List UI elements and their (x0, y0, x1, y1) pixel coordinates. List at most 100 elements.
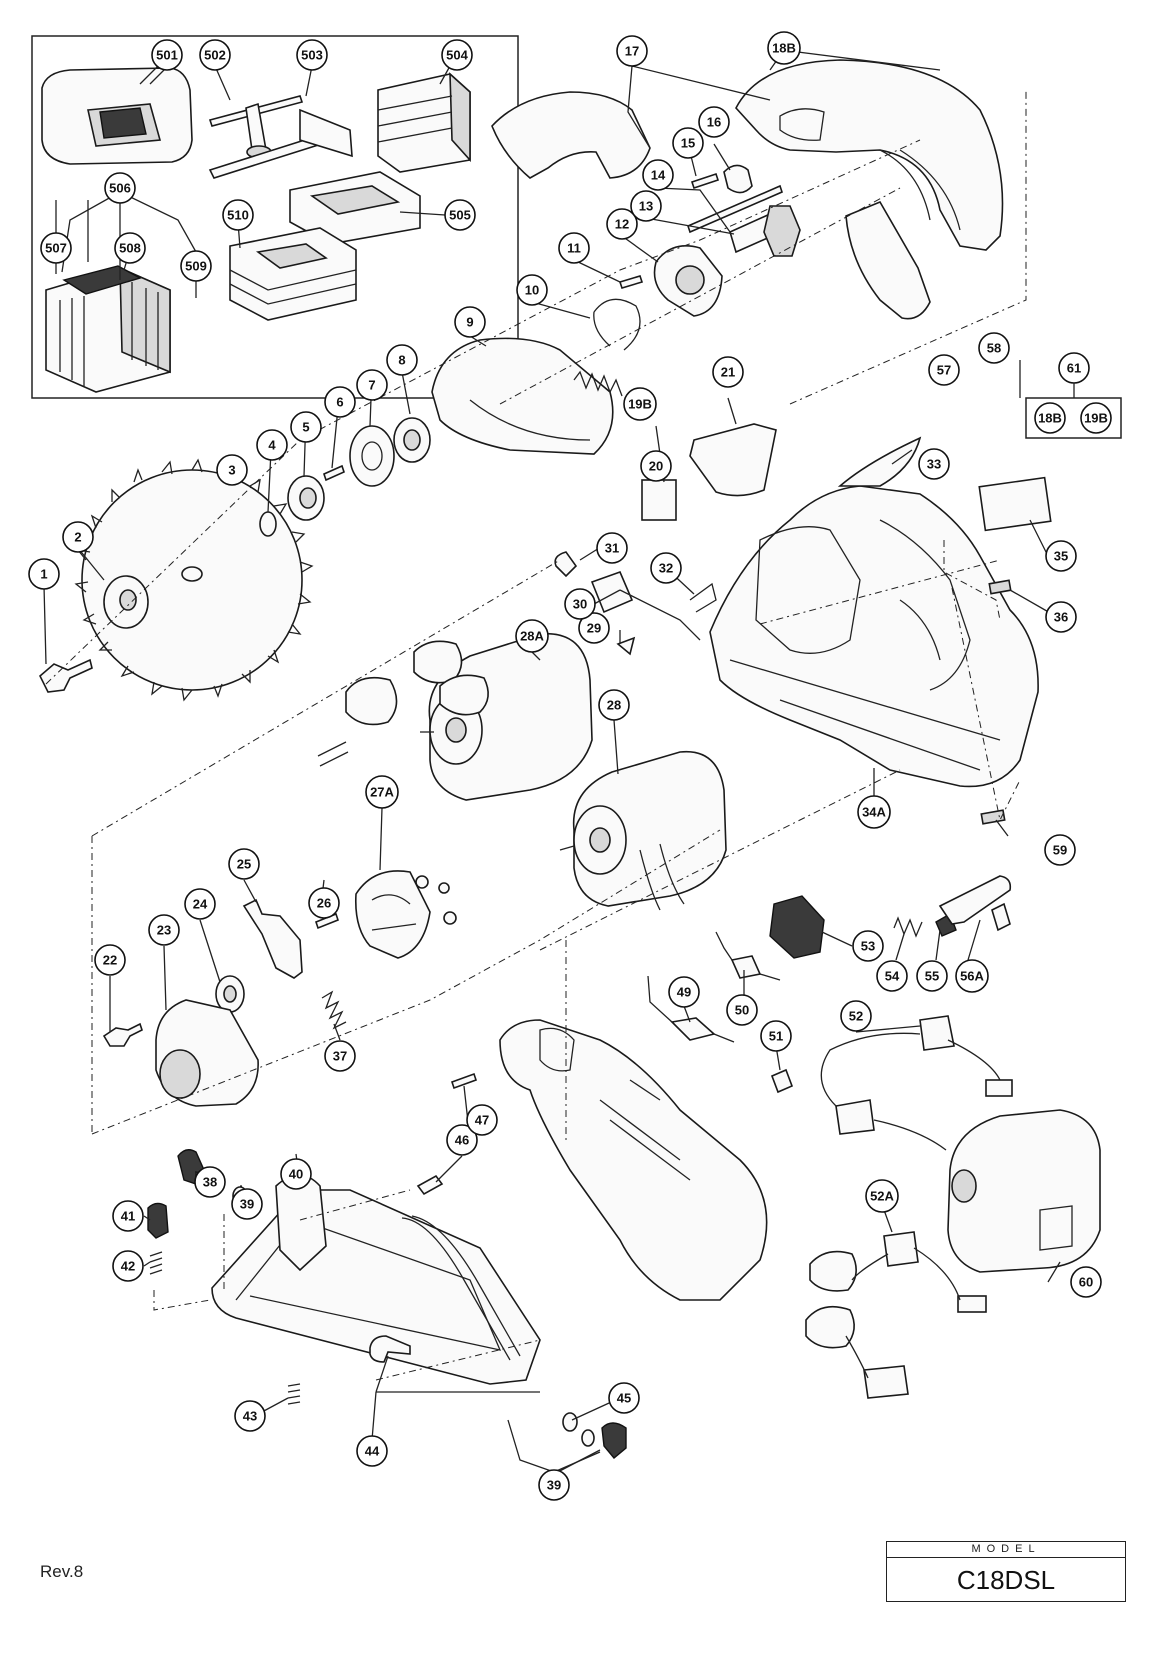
callout-label: 47 (475, 1113, 489, 1128)
model-value: C18DSL (956, 1565, 1056, 1595)
callout-label: 12 (615, 217, 629, 232)
callout-509: 509 (180, 250, 212, 282)
screw-29 (616, 636, 636, 656)
callout-505: 505 (444, 199, 476, 231)
screw-51 (770, 1068, 794, 1094)
callout-label: 35 (1054, 549, 1068, 564)
callout-label: 39 (240, 1197, 254, 1212)
callout-label: 33 (927, 457, 941, 472)
callout-label: 21 (721, 365, 735, 380)
callout-label: 30 (573, 597, 587, 612)
callout-39: 39 (231, 1188, 263, 1220)
callout-17: 17 (616, 35, 648, 67)
callout-label: 28 (607, 698, 621, 713)
callout-24: 24 (184, 888, 216, 920)
callout-label: 6 (336, 395, 343, 410)
callout-19B: 19B (623, 387, 657, 421)
callout-label: 57 (937, 363, 951, 378)
spring-19B (573, 370, 623, 397)
callout-label: 503 (301, 48, 323, 63)
callout-label: 38 (203, 1175, 217, 1190)
callout-label: 44 (365, 1444, 380, 1459)
callout-50: 50 (726, 994, 758, 1026)
callout-33: 33 (918, 448, 950, 480)
wiring-52A (805, 1231, 987, 1399)
housing-34A (709, 485, 1039, 788)
label-33 (837, 436, 922, 487)
callout-61: 61 (1058, 352, 1090, 384)
callout-53: 53 (852, 930, 884, 962)
callout-label: 39 (547, 1478, 561, 1493)
callout-label: 506 (109, 181, 131, 196)
saw-blade-3 (74, 458, 314, 702)
callout-28A: 28A (515, 619, 549, 653)
callout-508: 508 (114, 232, 146, 264)
callout-label: 508 (119, 241, 141, 256)
charger-drawing (41, 67, 193, 165)
guard-cover-17 (491, 91, 651, 179)
callout-504: 504 (441, 39, 473, 71)
label-36 (988, 579, 1012, 595)
callout-label: 55 (925, 969, 939, 984)
callout-20: 20 (640, 450, 672, 482)
set-box-item-19B: 19B (1080, 402, 1112, 434)
callout-label: 7 (368, 378, 375, 393)
callout-label: 56A (960, 969, 984, 984)
callout-label: 54 (885, 969, 900, 984)
plate-21 (689, 423, 777, 497)
lamp-31 (554, 551, 578, 578)
callout-7: 7 (356, 369, 388, 401)
screw-22 (102, 1022, 143, 1047)
callout-label: 504 (446, 48, 468, 63)
label-35 (978, 476, 1052, 532)
callout-23: 23 (148, 914, 180, 946)
callout-label: 4 (268, 438, 276, 453)
callout-label: 3 (228, 463, 235, 478)
cord-30 (590, 570, 634, 614)
callout-30: 30 (564, 588, 596, 620)
bearing-16 (723, 164, 753, 194)
callout-label: 9 (466, 315, 473, 330)
washer-45 (562, 1412, 578, 1432)
callout-label: 40 (289, 1167, 303, 1182)
battery-60 (947, 1109, 1101, 1273)
callout-label: 502 (204, 48, 226, 63)
callout-label: 5 (302, 420, 309, 435)
handle-housing (499, 1019, 768, 1301)
callout-14: 14 (642, 159, 674, 191)
callout-label: 11 (567, 241, 581, 256)
callout-506: 506 (104, 172, 136, 204)
callout-label: 31 (605, 541, 619, 556)
screw-15 (690, 172, 720, 190)
callout-55: 55 (916, 960, 948, 992)
brush-holder-27A (354, 870, 431, 959)
callout-18B: 18B (767, 31, 801, 65)
spring-37 (321, 990, 347, 1030)
pin-46 (416, 1174, 444, 1196)
callout-label: 32 (659, 561, 673, 576)
set-box (1025, 397, 1122, 439)
callout-4: 4 (256, 429, 288, 461)
callout-39-lower: 39 (538, 1469, 570, 1501)
callout-label: 28A (520, 629, 544, 644)
lever-56A (938, 875, 1012, 925)
bolt-44 (369, 1335, 411, 1363)
callout-5: 5 (290, 411, 322, 443)
callout-22: 22 (94, 944, 126, 976)
callout-label: 13 (639, 199, 653, 214)
callout-503: 503 (296, 39, 328, 71)
callout-16: 16 (698, 106, 730, 138)
systainer-case-drawing (45, 265, 171, 393)
callout-502: 502 (199, 39, 231, 71)
callout-label: 26 (317, 896, 331, 911)
spring-42 (149, 1251, 163, 1275)
callout-41: 41 (112, 1200, 144, 1232)
model-label: MODEL (887, 1542, 1125, 1558)
callout-label: 34A (862, 805, 886, 820)
screw-6 (323, 464, 345, 482)
callout-49: 49 (668, 976, 700, 1008)
callout-10: 10 (516, 274, 548, 306)
callout-label: 14 (651, 168, 666, 183)
callout-label: 53 (861, 939, 875, 954)
